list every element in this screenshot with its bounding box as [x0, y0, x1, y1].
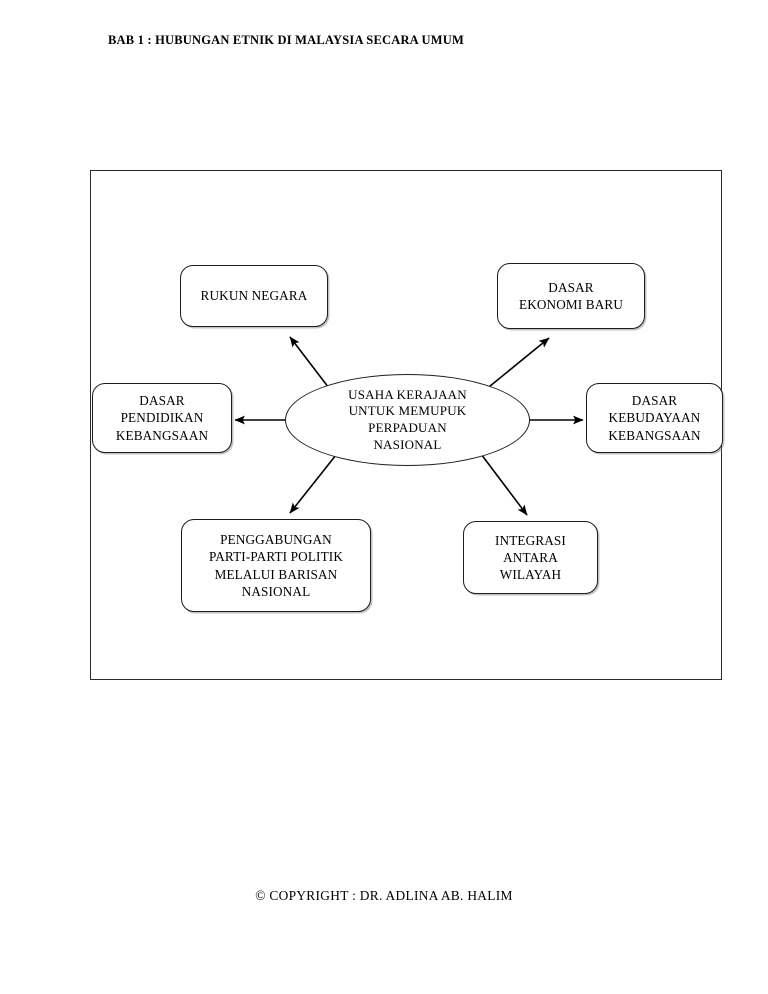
node-penggabungan-parti-parti-politik[interactable]: PENGGABUNGAN PARTI-PARTI POLITIK MELALUI…: [181, 519, 371, 612]
footer-copyright: © COPYRIGHT : DR. ADLINA AB. HALIM: [255, 888, 513, 903]
node-label-dasar-ekonomi-baru: DASAR EKONOMI BARU: [518, 279, 623, 312]
center-node-usaha-kerajaan[interactable]: USAHA KERAJAAN UNTUK MEMUPUK PERPADUAN N…: [285, 374, 530, 466]
node-label-dasar-kebudayaan-kebangsaan: DASAR KEBUDAYAAN KEBANGSAAN: [608, 393, 701, 443]
center-node-label: USAHA KERAJAAN UNTUK MEMUPUK PERPADUAN N…: [348, 386, 467, 452]
node-dasar-ekonomi-baru[interactable]: DASAR EKONOMI BARU: [497, 263, 645, 329]
node-label-integrasi-antara-wilayah: INTEGRASI ANTARA WILAYAH: [495, 532, 566, 583]
node-label-penggabungan-parti-parti-politik: PENGGABUNGAN PARTI-PARTI POLITIK MELALUI…: [208, 532, 343, 599]
node-integrasi-antara-wilayah[interactable]: INTEGRASI ANTARA WILAYAH: [463, 521, 598, 594]
node-dasar-kebudayaan-kebangsaan[interactable]: DASAR KEBUDAYAAN KEBANGSAAN: [586, 383, 723, 453]
node-rukun-negara[interactable]: RUKUN NEGARA: [180, 265, 328, 327]
node-dasar-pendidikan-kebangsaan[interactable]: DASAR PENDIDIKAN KEBANGSAAN: [92, 383, 232, 453]
node-label-dasar-pendidikan-kebangsaan: DASAR PENDIDIKAN KEBANGSAAN: [115, 393, 209, 443]
page-title: BAB 1 : HUBUNGAN ETNIK DI MALAYSIA SECAR…: [108, 33, 464, 47]
node-label-rukun-negara: RUKUN NEGARA: [200, 288, 308, 304]
